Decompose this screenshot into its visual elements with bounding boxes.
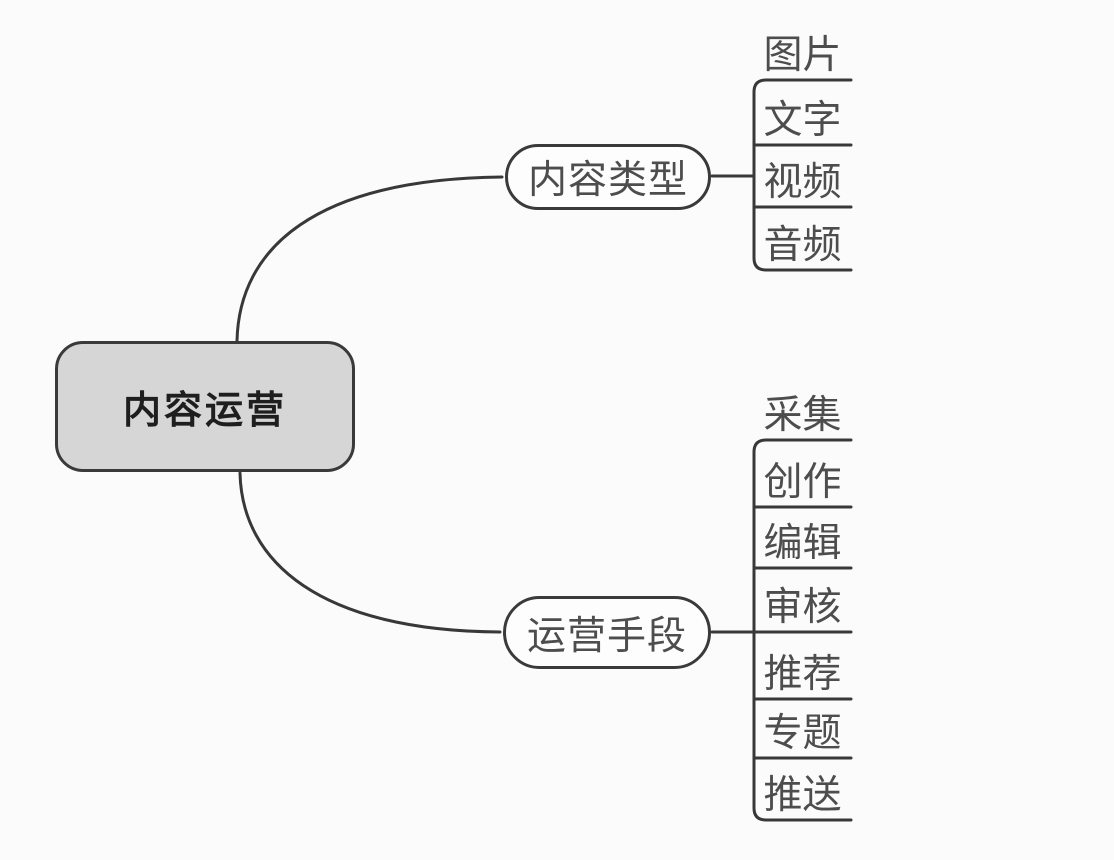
leaf-node-push[interactable]: 推送: [763, 774, 842, 817]
branch-node-content-types[interactable]: 内容类型: [505, 144, 711, 210]
leaf-node-audio[interactable]: 音频: [763, 224, 842, 267]
leaf-node-text[interactable]: 文字: [763, 99, 842, 142]
leaf-node-video[interactable]: 视频: [763, 161, 842, 204]
branch-node-content-types-label: 内容类型: [527, 159, 688, 202]
leaf-node-create[interactable]: 创作: [763, 461, 842, 504]
leaf-node-topic[interactable]: 专题: [763, 712, 842, 755]
leaf-node-collect[interactable]: 采集: [763, 394, 842, 437]
root-node[interactable]: 内容运营: [55, 341, 355, 472]
root-to-branch2-curve: [238, 471, 502, 634]
leaf-node-review[interactable]: 审核: [763, 586, 842, 629]
branch-node-operation-methods-label: 运营手段: [526, 614, 687, 658]
leaf-node-edit[interactable]: 编辑: [763, 522, 842, 565]
branch-node-operation-methods[interactable]: 运营手段: [503, 596, 711, 669]
root-node-label: 内容运营: [122, 390, 287, 432]
leaf-node-images[interactable]: 图片: [763, 34, 842, 77]
leaf-node-recommend[interactable]: 推荐: [763, 653, 842, 696]
root-to-branch1-curve: [235, 175, 504, 343]
